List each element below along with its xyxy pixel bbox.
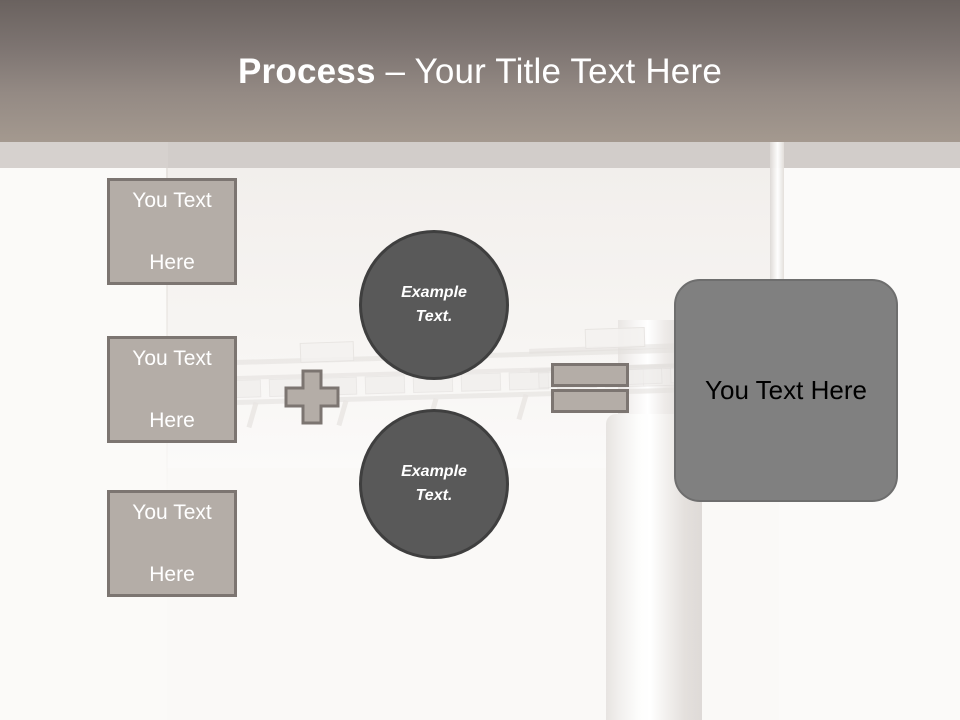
step-box-1-line1: You Text [132,189,212,212]
slide-title: Process – Your Title Text Here [0,50,960,94]
slide-title-rest: – Your Title Text Here [375,52,722,91]
step-box-2-line1: You Text [132,347,212,370]
step-box-3-line1: You Text [132,501,212,524]
slide-title-emphasis: Process [238,52,376,91]
photo-top-box [584,326,646,350]
step-box-1[interactable]: You Text Here [107,178,237,285]
slide-title-bar: Process – Your Title Text Here [0,0,960,142]
result-panel-label: You Text Here [705,375,867,405]
result-panel[interactable]: You Text Here [674,279,898,502]
photo-rail-cell [364,375,406,395]
step-box-1-line2: Here [149,251,195,274]
photo-top-box [299,341,355,363]
equals-bar-1[interactable] [551,363,629,387]
example-circle-1[interactable]: Example Text. [359,230,509,380]
step-box-3-line2: Here [149,563,195,586]
photo-upper-band-light [0,142,168,168]
equals-bar-2[interactable] [551,389,629,413]
example-circle-2-line1: Example [401,463,467,480]
example-circle-1-line1: Example [401,284,467,301]
photo-rail-cell [460,372,502,392]
step-box-2[interactable]: You Text Here [107,336,237,443]
photo-rail-cell [625,367,663,386]
example-circle-2-line2: Text. [415,487,453,504]
step-box-2-line2: Here [149,409,195,432]
step-box-3[interactable]: You Text Here [107,490,237,597]
plus-icon[interactable] [284,369,340,425]
example-circle-2[interactable]: Example Text. [359,409,509,559]
example-circle-1-line2: Text. [415,308,453,325]
